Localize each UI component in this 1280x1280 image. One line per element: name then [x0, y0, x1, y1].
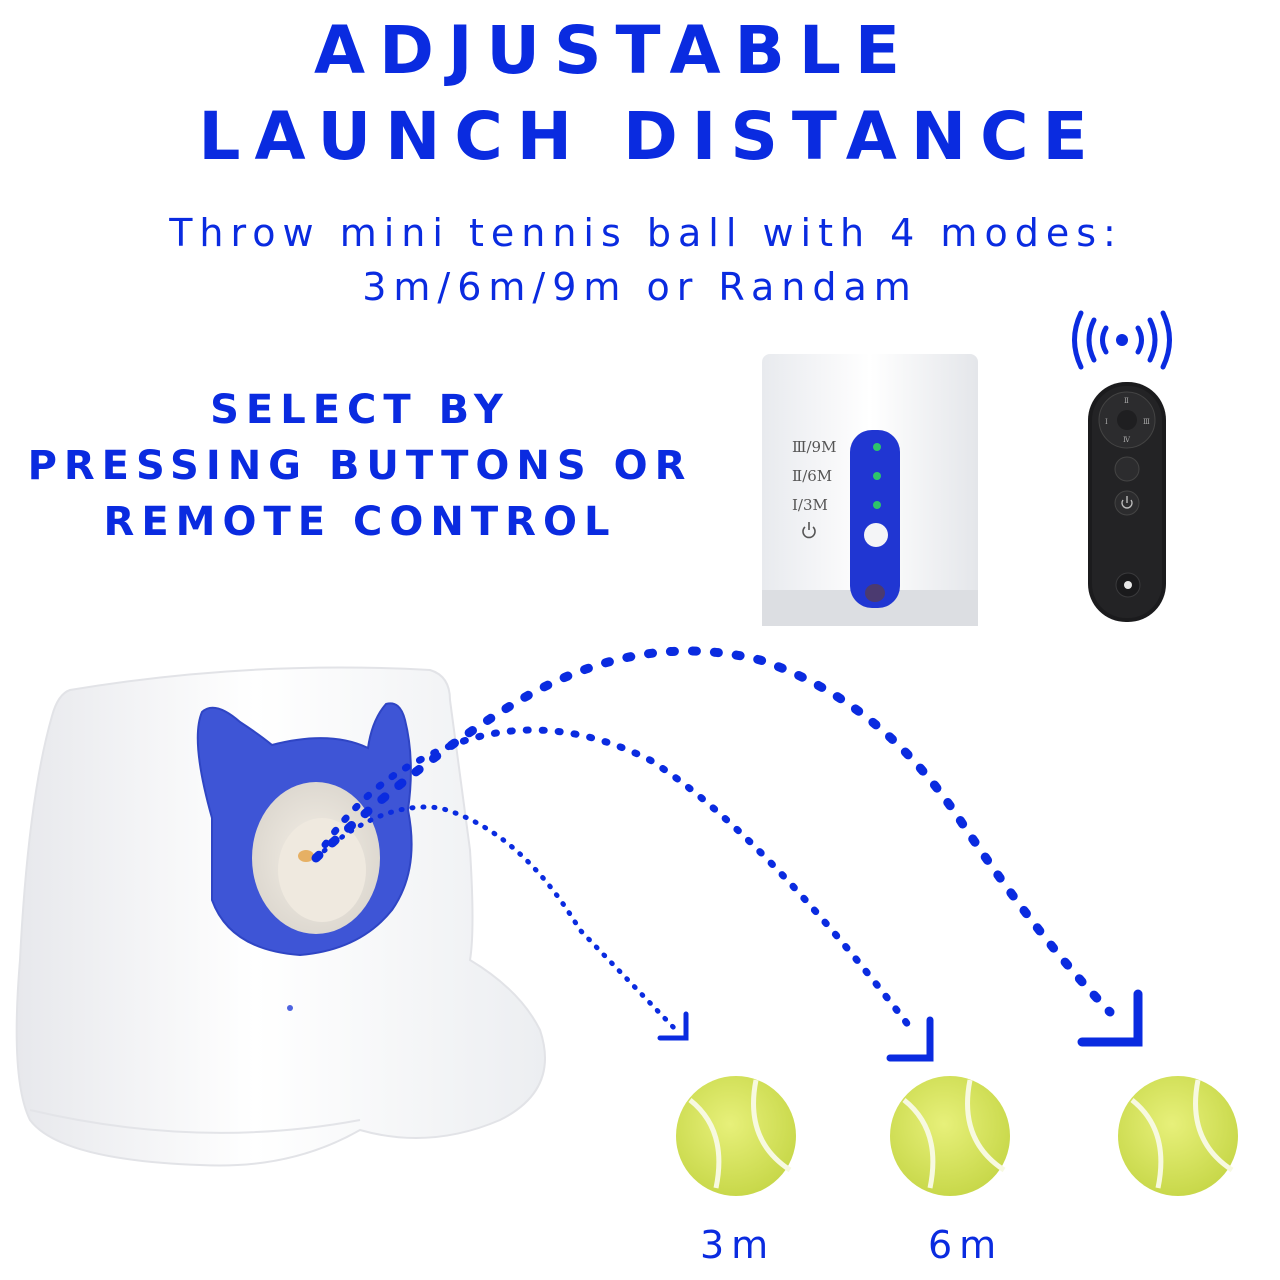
- select-line3: REMOTE CONTROL: [103, 499, 617, 545]
- remote-ir-sensor: [1124, 581, 1132, 589]
- panel-strip: [850, 430, 900, 608]
- remote-button[interactable]: [1114, 456, 1140, 482]
- remote-power-icon: [1121, 496, 1133, 509]
- tennis-ball-6m: [890, 1076, 1010, 1196]
- remote-control: Ⅱ Ⅰ Ⅲ Ⅳ: [1088, 382, 1166, 622]
- select-line1: SELECT BY: [210, 387, 510, 433]
- ball-launcher: [15, 666, 546, 1167]
- headline-line1: ADJUSTABLE: [314, 12, 914, 89]
- distance-label-3m: 3m: [700, 1223, 776, 1267]
- mode-button[interactable]: [864, 523, 888, 547]
- panel-sensor: [865, 584, 885, 602]
- trajectory-9m: [311, 646, 1143, 1047]
- led-9m: [873, 443, 881, 451]
- trajectory-3m: [313, 804, 689, 1041]
- control-panel: Ⅲ/9M Ⅱ/6M Ⅰ/3M: [762, 354, 978, 626]
- subtitle-line2: 3m/6m/9m or Randam: [362, 265, 918, 309]
- label-9m: Ⅲ/9M: [792, 438, 836, 456]
- wireless-signal-icon: [1072, 310, 1172, 370]
- label-3m: Ⅰ/3M: [792, 496, 828, 514]
- remote-label-bottom: Ⅳ: [1123, 436, 1131, 444]
- subtitle-line1: Throw mini tennis ball with 4 modes:: [169, 211, 1123, 255]
- led-6m: [873, 472, 881, 480]
- remote-label-top: Ⅱ: [1124, 397, 1129, 405]
- headline-line2: LAUNCH DISTANCE: [198, 98, 1102, 175]
- power-icon: [802, 522, 816, 539]
- label-6m: Ⅱ/6M: [792, 467, 832, 485]
- remote-center-button[interactable]: [1117, 410, 1137, 430]
- led-3m: [873, 501, 881, 509]
- tennis-ball-3m: [676, 1076, 796, 1196]
- trajectory-6m: [312, 726, 934, 1062]
- tennis-ball-9m: [1118, 1076, 1238, 1196]
- remote-label-left: Ⅰ: [1105, 418, 1108, 426]
- distance-label-6m: 6m: [928, 1223, 1004, 1267]
- remote-label-right: Ⅲ: [1143, 418, 1150, 426]
- select-line2: PRESSING BUTTONS OR: [27, 443, 693, 489]
